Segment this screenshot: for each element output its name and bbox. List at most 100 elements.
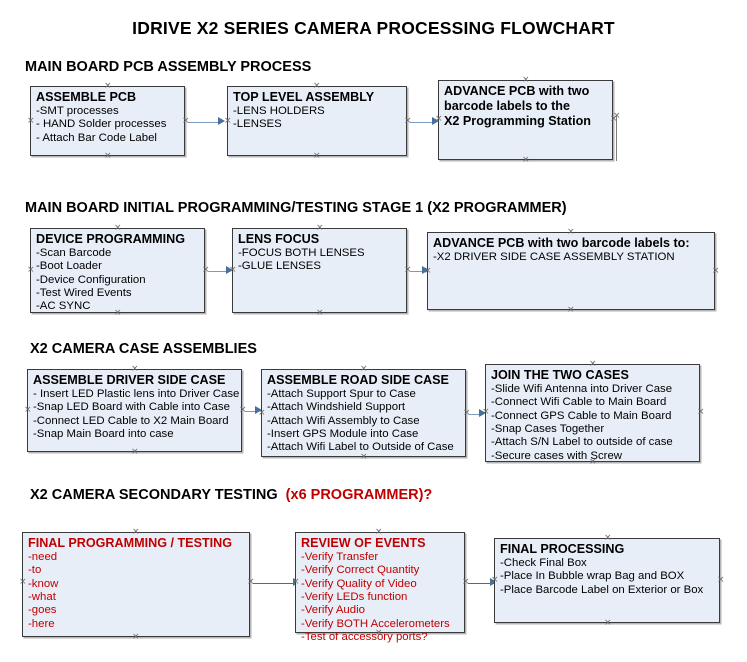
flow-box-assemble-driver-side-case[interactable]: ASSEMBLE DRIVER SIDE CASE - Insert LED P… (27, 369, 242, 452)
flow-box-line: -Connect Wifi Cable to Main Board (491, 396, 667, 409)
shape-handle-top[interactable] (567, 229, 574, 236)
shape-handle-bottom[interactable] (313, 153, 320, 160)
section-heading-x2-camera-case-assemblies: X2 CAMERA CASE ASSEMBLIES (30, 341, 257, 357)
flow-box-line: - HAND Solder processes (36, 118, 167, 131)
shape-handle-bottom[interactable] (316, 310, 323, 317)
flow-box-title: FINAL PROCESSING (500, 542, 625, 556)
flow-box-line: -Connect GPS Cable to Main Board (491, 409, 672, 422)
flow-box-title: ASSEMBLE ROAD SIDE CASE (267, 373, 449, 387)
flow-box-line: - Insert LED Plastic lens into Driver Ca… (33, 387, 240, 400)
shape-handle-left[interactable] (482, 409, 489, 416)
flow-box-line: -Connect LED Cable to X2 Main Board (33, 414, 229, 427)
flow-box-line: -Attach S/N Label to outside of case (491, 436, 673, 449)
flow-box-line: -LENSES (233, 118, 282, 131)
connector-line (208, 270, 228, 272)
shape-handle-left[interactable] (258, 410, 265, 417)
shape-handle-right[interactable] (697, 409, 704, 416)
flow-box-advance-pcb-driver-side[interactable]: ADVANCE PCB with two barcode labels to: … (427, 232, 715, 310)
flow-box-line: -Verify BOTH Accelerometers (301, 617, 450, 630)
flow-box-title: ADVANCE PCB with two (444, 84, 590, 98)
flow-box-line-overflow: -Test of accessory ports? (301, 630, 428, 643)
shape-handle-bottom[interactable] (360, 454, 367, 461)
shape-handle-top[interactable] (104, 83, 111, 90)
flow-box-advance-pcb-station[interactable]: ADVANCE PCB with two barcode labels to t… (438, 80, 613, 160)
shape-handle-top[interactable] (114, 225, 121, 232)
shape-handle-bottom[interactable] (589, 459, 596, 466)
shape-handle-left[interactable] (19, 579, 26, 586)
flow-box-line: -Attach Windshield Support (267, 401, 406, 414)
shape-handle-top[interactable] (375, 529, 382, 536)
shape-handle-right[interactable] (712, 268, 719, 275)
shape-handle-left[interactable] (27, 267, 34, 274)
shape-handle-top[interactable] (604, 535, 611, 542)
flow-box-assemble-pcb[interactable]: ASSEMBLE PCB -SMT processes - HAND Solde… (30, 86, 185, 156)
flow-box-join-the-two-cases[interactable]: JOIN THE TWO CASES -Slide Wifi Antenna i… (485, 364, 700, 462)
flow-box-line: -Verify Transfer (301, 550, 379, 563)
shape-handle-bottom[interactable] (132, 634, 139, 641)
shape-handle-bottom[interactable] (604, 620, 611, 627)
section-heading-accent: (x6 PROGRAMMER)? (285, 487, 433, 503)
flow-box-review-of-events[interactable]: REVIEW OF EVENTS -Verify Transfer -Verif… (295, 532, 465, 643)
shape-handle-bottom[interactable] (104, 153, 111, 160)
shape-handle-bottom[interactable] (375, 630, 382, 637)
shape-handle-left[interactable] (229, 267, 236, 274)
flow-box-line: barcode labels to the (444, 98, 570, 113)
shape-handle-left[interactable] (224, 118, 231, 125)
shape-handle-top[interactable] (360, 366, 367, 373)
flow-box-line: -AC SYNC (36, 300, 91, 313)
connector-stub-vertical (616, 116, 617, 161)
shape-handle-left[interactable] (24, 407, 31, 414)
flow-box-assemble-road-side-case[interactable]: ASSEMBLE ROAD SIDE CASE -Attach Support … (261, 369, 466, 457)
flow-box-line: -Check Final Box (500, 556, 587, 569)
shape-handle-left[interactable] (424, 268, 431, 275)
shape-handle-bottom[interactable] (522, 157, 529, 164)
flow-box-top-level-assembly[interactable]: TOP LEVEL ASSEMBLY -LENS HOLDERS -LENSES (227, 86, 407, 156)
flow-box-line: -Device Configuration (36, 273, 146, 286)
flow-box-line: -Slide Wifi Antenna into Driver Case (491, 382, 673, 395)
section-heading-text: MAIN BOARD PCB ASSEMBLY PROCESS (25, 59, 312, 75)
flow-box-line: -here (28, 617, 55, 630)
flow-box-line: -to (28, 564, 42, 577)
shape-handle-left[interactable] (292, 579, 299, 586)
flow-box-line: -Snap LED Board with Cable into Case (33, 401, 230, 414)
flow-box-title: TOP LEVEL ASSEMBLY (233, 90, 375, 104)
shape-handle-left[interactable] (27, 118, 34, 125)
shape-handle-top[interactable] (313, 83, 320, 90)
section-heading-x2-camera-secondary-testing: X2 CAMERA SECONDARY TESTING (x6 PROGRAMM… (30, 487, 432, 503)
connector-line (253, 582, 297, 584)
flow-box-title: LENS FOCUS (238, 232, 320, 246)
shape-handle-bottom[interactable] (567, 307, 574, 314)
flow-box-line: -Verify Audio (301, 604, 365, 617)
page-title: IDRIVE X2 SERIES CAMERA PROCESSING FLOWC… (132, 18, 615, 38)
flow-box-title: ADVANCE PCB with two barcode labels to: (433, 236, 690, 250)
flow-box-line: -Place Barcode Label on Exterior or Box (500, 583, 704, 596)
flow-box-line: -Verify Quality of Video (301, 577, 417, 590)
flow-box-line: -Snap Cases Together (491, 422, 605, 435)
flow-box-line: -Insert GPS Module into Case (267, 427, 419, 440)
shape-handle-top[interactable] (131, 366, 138, 373)
section-heading-text: MAIN BOARD INITIAL PROGRAMMING/TESTING S… (25, 200, 567, 216)
flow-box-device-programming[interactable]: DEVICE PROGRAMMING -Scan Barcode -Boot L… (30, 228, 205, 313)
flow-box-line: -FOCUS BOTH LENSES (238, 246, 365, 259)
shape-handle-right[interactable] (717, 577, 724, 584)
section-heading-main-board-pcb-assembly: MAIN BOARD PCB ASSEMBLY PROCESS (25, 59, 311, 75)
flow-box-line: -Attach Wifi Label to Outside of Case (267, 441, 454, 454)
shape-handle-top[interactable] (132, 529, 139, 536)
shape-handle-top[interactable] (522, 77, 529, 84)
arrow-head-icon (218, 117, 225, 125)
flow-box-lens-focus[interactable]: LENS FOCUS -FOCUS BOTH LENSES -GLUE LENS… (232, 228, 407, 313)
connector-stub-handle[interactable] (613, 113, 620, 120)
shape-handle-left[interactable] (435, 116, 442, 123)
flow-box-line: -Boot Loader (36, 260, 102, 273)
flow-box-final-processing[interactable]: FINAL PROCESSING -Check Final Box -Place… (494, 538, 720, 623)
flow-box-line: -Scan Barcode (36, 246, 112, 259)
flow-box-line: -Verify LEDs function (301, 590, 408, 603)
flow-box-title: JOIN THE TWO CASES (491, 368, 629, 382)
shape-handle-bottom[interactable] (114, 310, 121, 317)
shape-handle-top[interactable] (589, 361, 596, 368)
shape-handle-top[interactable] (316, 225, 323, 232)
shape-handle-bottom[interactable] (131, 449, 138, 456)
shape-handle-left[interactable] (491, 577, 498, 584)
flow-box-final-programming-testing[interactable]: FINAL PROGRAMMING / TESTING -need -to -k… (22, 532, 250, 637)
